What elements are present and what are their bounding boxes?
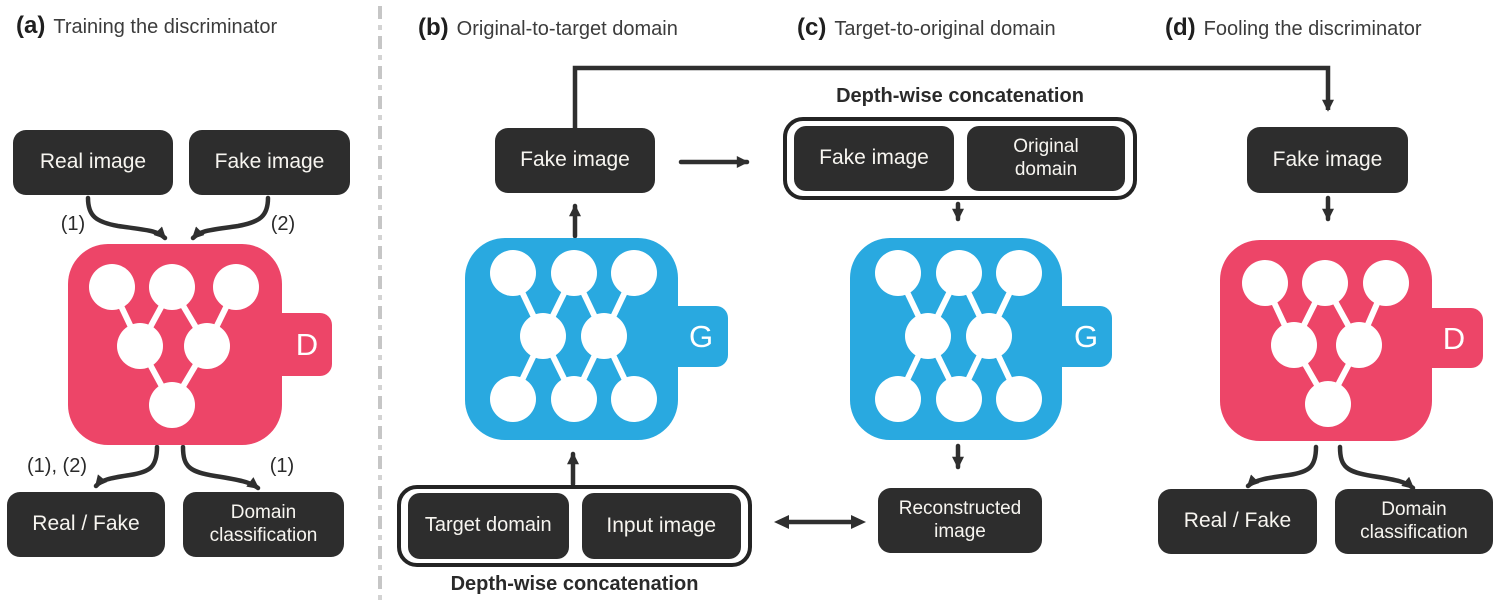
double-arrow-left-head: [774, 515, 789, 529]
fake-image-label: Fake image: [1272, 147, 1383, 171]
real-fake-box-d: Real / Fake: [1158, 489, 1317, 554]
fake-image-label: Fake image: [214, 150, 325, 174]
network-letter-g: G: [689, 319, 713, 354]
neuron-node: [581, 313, 627, 359]
panel-b-title: (b) Original-to-target domain: [418, 14, 678, 42]
neuron-node: [117, 323, 163, 369]
neuron-node: [1302, 260, 1348, 306]
panel-d-tag: (d): [1165, 14, 1196, 41]
panel-a-tag: (a): [16, 12, 46, 39]
neuron-node: [520, 313, 566, 359]
concat-container-c: Fake image Original domain: [783, 117, 1137, 200]
flow-label-1: (1): [60, 213, 86, 235]
original-domain-label: Original domain: [1013, 136, 1079, 180]
real-fake-box-a: Real / Fake: [7, 492, 165, 557]
reconstructed-image-label: Reconstructed image: [898, 498, 1022, 542]
fake-image-to-d-arrow: [190, 195, 271, 241]
domain-classification-box-d: Domain classification: [1335, 489, 1493, 554]
panel-d-title-text: Fooling the discriminator: [1203, 18, 1422, 40]
d-to-domain-classification-arrow: [180, 444, 261, 491]
real-fake-label: Real / Fake: [1183, 509, 1292, 533]
discriminator-network-a: D: [68, 244, 332, 445]
flow-label-1b: (1): [269, 455, 295, 477]
neuron-node: [936, 250, 982, 296]
neuron-node: [1336, 322, 1382, 368]
d-to-real-fake-arrow-d: [1245, 444, 1319, 489]
flow-label-2: (2): [270, 213, 296, 235]
real-image-to-d-arrow: [85, 195, 168, 241]
original-domain-box: Original domain: [967, 126, 1125, 191]
domain-classification-box-a: Domain classification: [183, 492, 344, 557]
neuron-node: [149, 264, 195, 310]
panel-divider: [378, 6, 382, 606]
neuron-node: [184, 323, 230, 369]
network-letter-d: D: [1443, 321, 1465, 356]
panel-a-title: (a) Training the discriminator: [16, 12, 277, 40]
panel-b-tag: (b): [418, 14, 449, 41]
neuron-node: [1271, 322, 1317, 368]
neuron-node: [996, 250, 1042, 296]
neuron-node: [1242, 260, 1288, 306]
neuron-node: [1363, 260, 1409, 306]
panel-b-title-text: Original-to-target domain: [456, 18, 678, 40]
domain-classification-label: Domain classification: [209, 502, 318, 546]
real-fake-label: Real / Fake: [32, 512, 140, 536]
panel-c-title-text: Target-to-original domain: [834, 18, 1056, 40]
d-to-real-fake-arrow: [93, 444, 160, 489]
neuron-node: [551, 376, 597, 422]
fake-image-box-b: Fake image: [495, 128, 655, 193]
neuron-node: [1305, 381, 1351, 427]
neuron-node: [611, 376, 657, 422]
double-arrow-right-head: [851, 515, 866, 529]
fake-image-label: Fake image: [819, 146, 929, 170]
input-image-box: Input image: [581, 493, 741, 559]
network-letter-d: D: [296, 327, 318, 362]
neuron-node: [611, 250, 657, 296]
discriminator-network-d: D: [1220, 240, 1483, 441]
target-domain-box: Target domain: [408, 493, 569, 559]
neuron-node: [875, 250, 921, 296]
flow-label-1-2: (1), (2): [27, 455, 87, 477]
fake-image-box-d: Fake image: [1247, 127, 1408, 193]
neuron-node: [213, 264, 259, 310]
neuron-node: [996, 376, 1042, 422]
panel-c-title: (c) Target-to-original domain: [797, 14, 1056, 42]
d-to-domain-classification-arrow-d: [1337, 444, 1416, 491]
fake-image-box-a: Fake image: [189, 130, 350, 195]
fake-image-label: Fake image: [520, 148, 630, 172]
neuron-node: [490, 250, 536, 296]
neuron-node: [551, 250, 597, 296]
concat-label-b: Depth-wise concatenation: [450, 573, 699, 595]
fake-image-to-discriminator-connector: [572, 65, 1334, 128]
neuron-node: [966, 313, 1012, 359]
real-image-label: Real image: [39, 150, 147, 174]
target-domain-label: Target domain: [424, 514, 552, 537]
panel-a-title-text: Training the discriminator: [53, 16, 278, 38]
neuron-node: [875, 376, 921, 422]
real-image-box-a: Real image: [13, 130, 173, 195]
neuron-node: [905, 313, 951, 359]
fake-image-box-c: Fake image: [794, 126, 954, 191]
input-image-label: Input image: [606, 513, 717, 537]
neuron-node: [149, 382, 195, 428]
neuron-node: [490, 376, 536, 422]
neuron-node: [936, 376, 982, 422]
generator-network-c: G: [850, 238, 1112, 440]
network-letter-g: G: [1074, 319, 1098, 354]
concat-label-c: Depth-wise concatenation: [836, 85, 1084, 107]
generator-network-b: G: [465, 238, 728, 440]
domain-classification-label: Domain classification: [1360, 499, 1468, 543]
panel-c-tag: (c): [797, 14, 827, 41]
panel-d-title: (d) Fooling the discriminator: [1165, 14, 1422, 42]
neuron-node: [89, 264, 135, 310]
concat-container-b: Target domain Input image: [397, 485, 752, 567]
reconstructed-image-box: Reconstructed image: [878, 488, 1042, 553]
